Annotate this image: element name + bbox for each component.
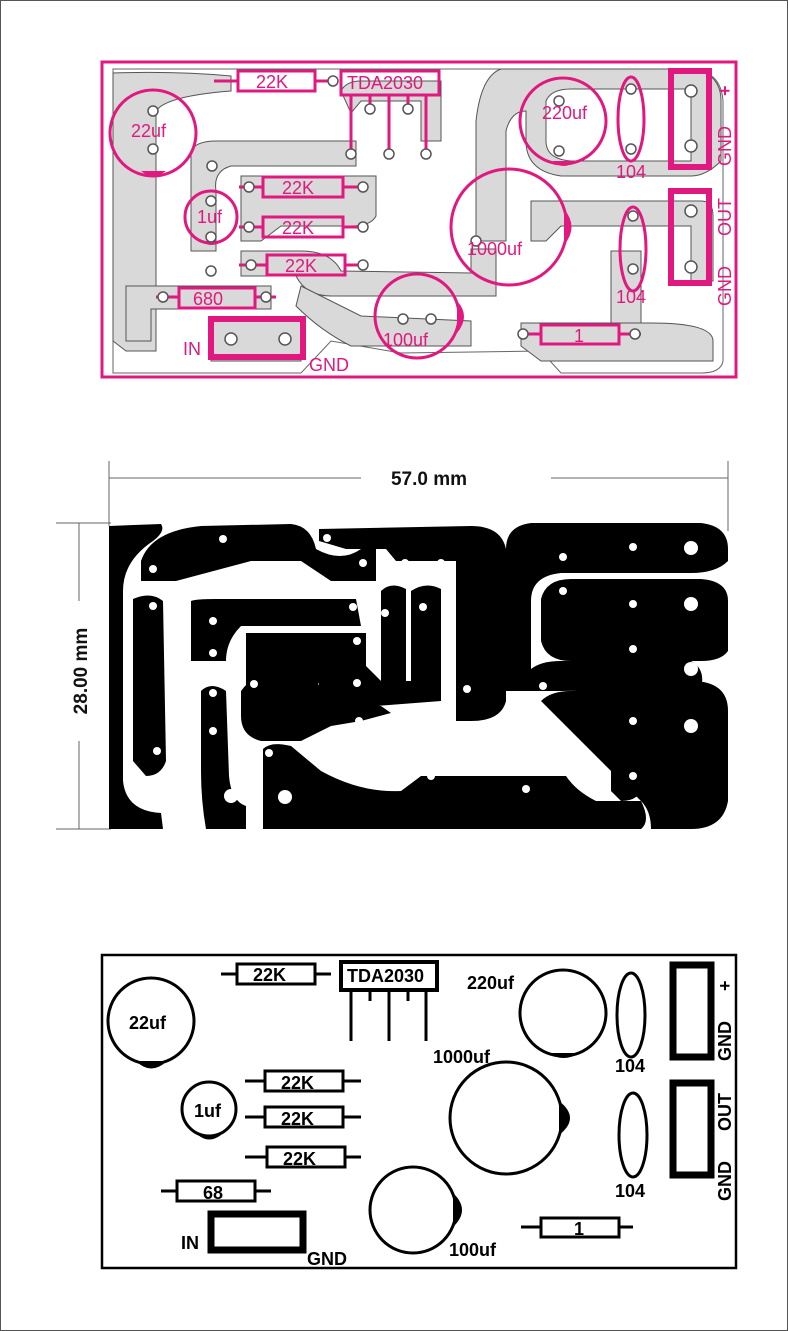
- placement-connectors: [207, 961, 715, 1254]
- overlay-connectors: [208, 68, 712, 360]
- label-r3: 22K: [285, 256, 317, 276]
- label-r-top: 22K: [256, 72, 288, 92]
- placement-label-ic: TDA2030: [347, 966, 424, 986]
- placement-label-gnd-in: GND: [307, 1249, 347, 1269]
- placement-label-gnd-out: GND: [715, 1161, 735, 1201]
- placement-silkscreen: [106, 960, 649, 1255]
- placement-label-r1: 22K: [281, 1073, 314, 1093]
- placement-label-out: OUT: [715, 1093, 735, 1131]
- copper-traces: [109, 523, 728, 829]
- placement-label-plus: +: [715, 980, 735, 991]
- dimension-width: 57.0 mm: [391, 469, 467, 490]
- placement-label-c-220uf: 220uf: [467, 973, 515, 993]
- dimension-lines: [56, 461, 729, 830]
- placement-label-r-68: 68: [203, 1183, 223, 1203]
- placement-label-r-1: 1: [574, 1219, 584, 1239]
- label-ic: TDA2030: [347, 73, 423, 93]
- label-r1: 22K: [282, 178, 314, 198]
- overlay-pads: [147, 75, 698, 346]
- placement-label-r-top: 22K: [253, 965, 286, 985]
- placement-label-r2: 22K: [281, 1109, 314, 1129]
- placement-label-in: IN: [181, 1233, 199, 1253]
- label-in: IN: [183, 339, 201, 359]
- label-gnd-out: GND: [715, 266, 735, 306]
- label-c-1uf: 1uf: [197, 207, 223, 227]
- label-r2: 22K: [282, 218, 314, 238]
- overlay-cap-stripes: [141, 161, 576, 333]
- placement-label-r3: 22K: [283, 1149, 316, 1169]
- label-c-100uf: 100uf: [383, 330, 429, 350]
- label-plus: +: [715, 85, 735, 96]
- placement-label-gnd-power: GND: [715, 1021, 735, 1061]
- label-c-22uf: 22uf: [131, 121, 167, 141]
- label-c-220uf: 220uf: [542, 103, 588, 123]
- overlay-copper: [112, 68, 724, 374]
- placement-label-c-22uf: 22uf: [129, 1013, 167, 1033]
- label-r-680: 680: [193, 289, 223, 309]
- placement-label-c-1uf: 1uf: [194, 1101, 222, 1121]
- dimension-height: 28.00 mm: [71, 628, 92, 715]
- label-gnd-in: GND: [309, 355, 349, 375]
- placement-label-c-104-bottom: 104: [615, 1181, 645, 1201]
- label-c-104-bottom: 104: [616, 287, 646, 307]
- placement-label-c-104-top: 104: [615, 1056, 645, 1076]
- label-gnd-power: GND: [715, 126, 735, 166]
- placement-label-c-100uf: 100uf: [449, 1240, 497, 1260]
- label-c-104-top: 104: [616, 162, 646, 182]
- placement-label-c-1000uf: 1000uf: [433, 1047, 491, 1067]
- copper-drill-holes: [149, 534, 698, 804]
- label-c-1000uf: 1000uf: [467, 239, 523, 259]
- label-out: OUT: [715, 198, 735, 236]
- label-r-1: 1: [574, 326, 584, 346]
- placement-cap-stripes: [136, 1053, 579, 1227]
